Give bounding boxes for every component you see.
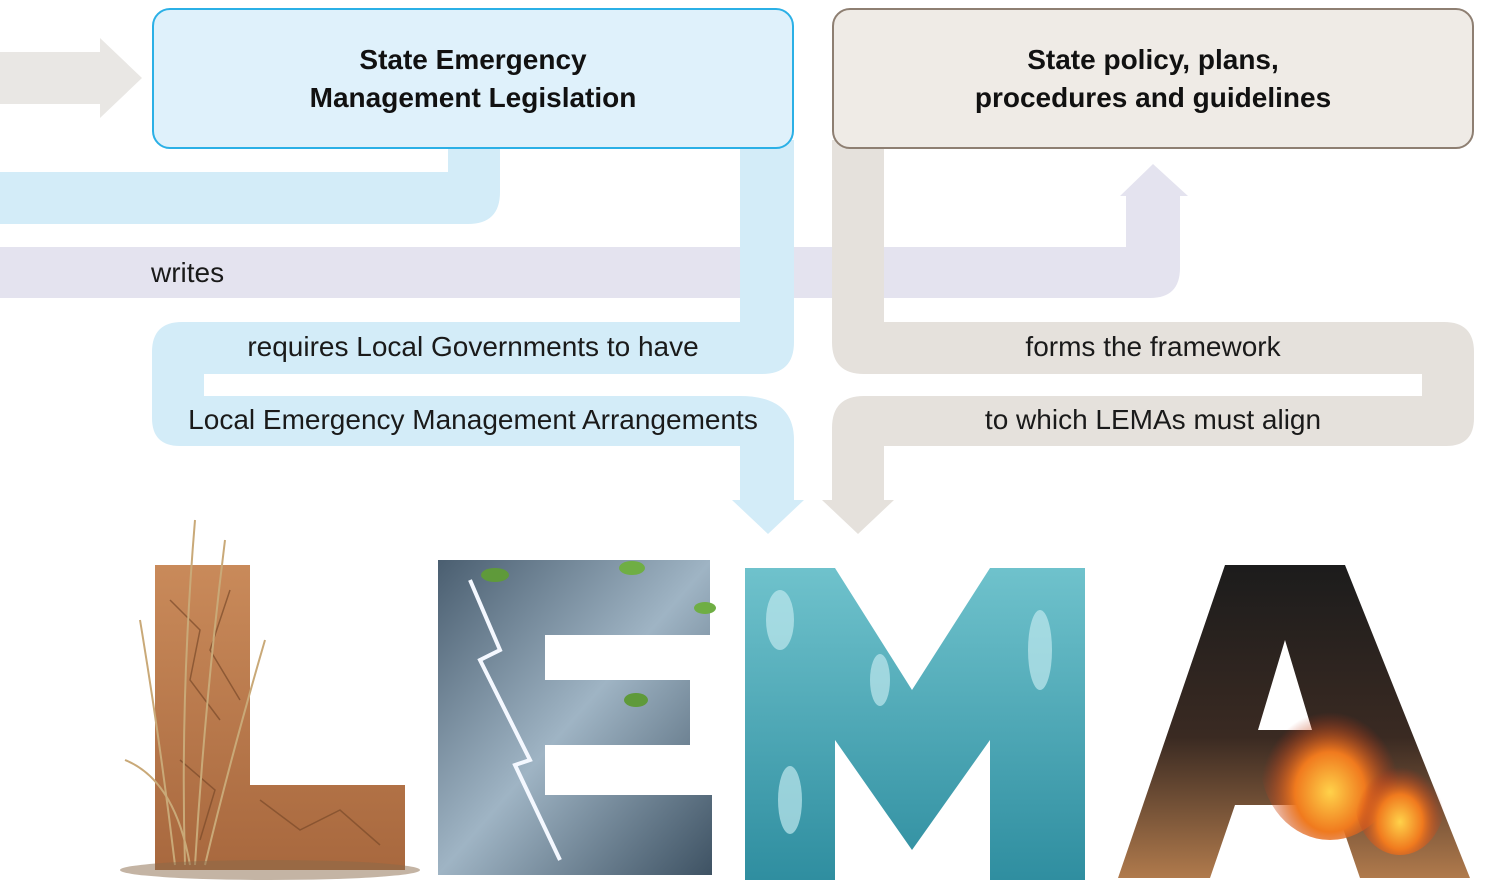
state-policy-box: State policy, plans, procedures and guid…: [832, 8, 1474, 149]
input-arrow: [0, 38, 142, 118]
align-label: to which LEMAs must align: [984, 404, 1322, 435]
state-policy-title: State policy, plans, procedures and guid…: [974, 43, 1332, 113]
requires-label: requires Local Governments to have: [247, 331, 699, 362]
writes-label: writes: [151, 257, 225, 288]
state-legislation-title: State Emergency Management Legislation: [309, 43, 637, 113]
blue-path-requires: [152, 140, 804, 534]
arrangements-label: Local Emergency Management Arrangements: [188, 404, 758, 435]
letter-e-storm: [438, 560, 716, 875]
letter-l-drought: [120, 519, 420, 880]
state-legislation-box: State Emergency Management Legislation: [152, 8, 794, 149]
letter-m-flood: [745, 568, 1085, 880]
writes-path: [0, 164, 1188, 298]
framework-label: forms the framework: [1025, 331, 1281, 362]
letter-a-fire: [1118, 565, 1470, 878]
grey-path-framework: [822, 140, 1474, 534]
blue-path-to-left: [0, 140, 500, 224]
